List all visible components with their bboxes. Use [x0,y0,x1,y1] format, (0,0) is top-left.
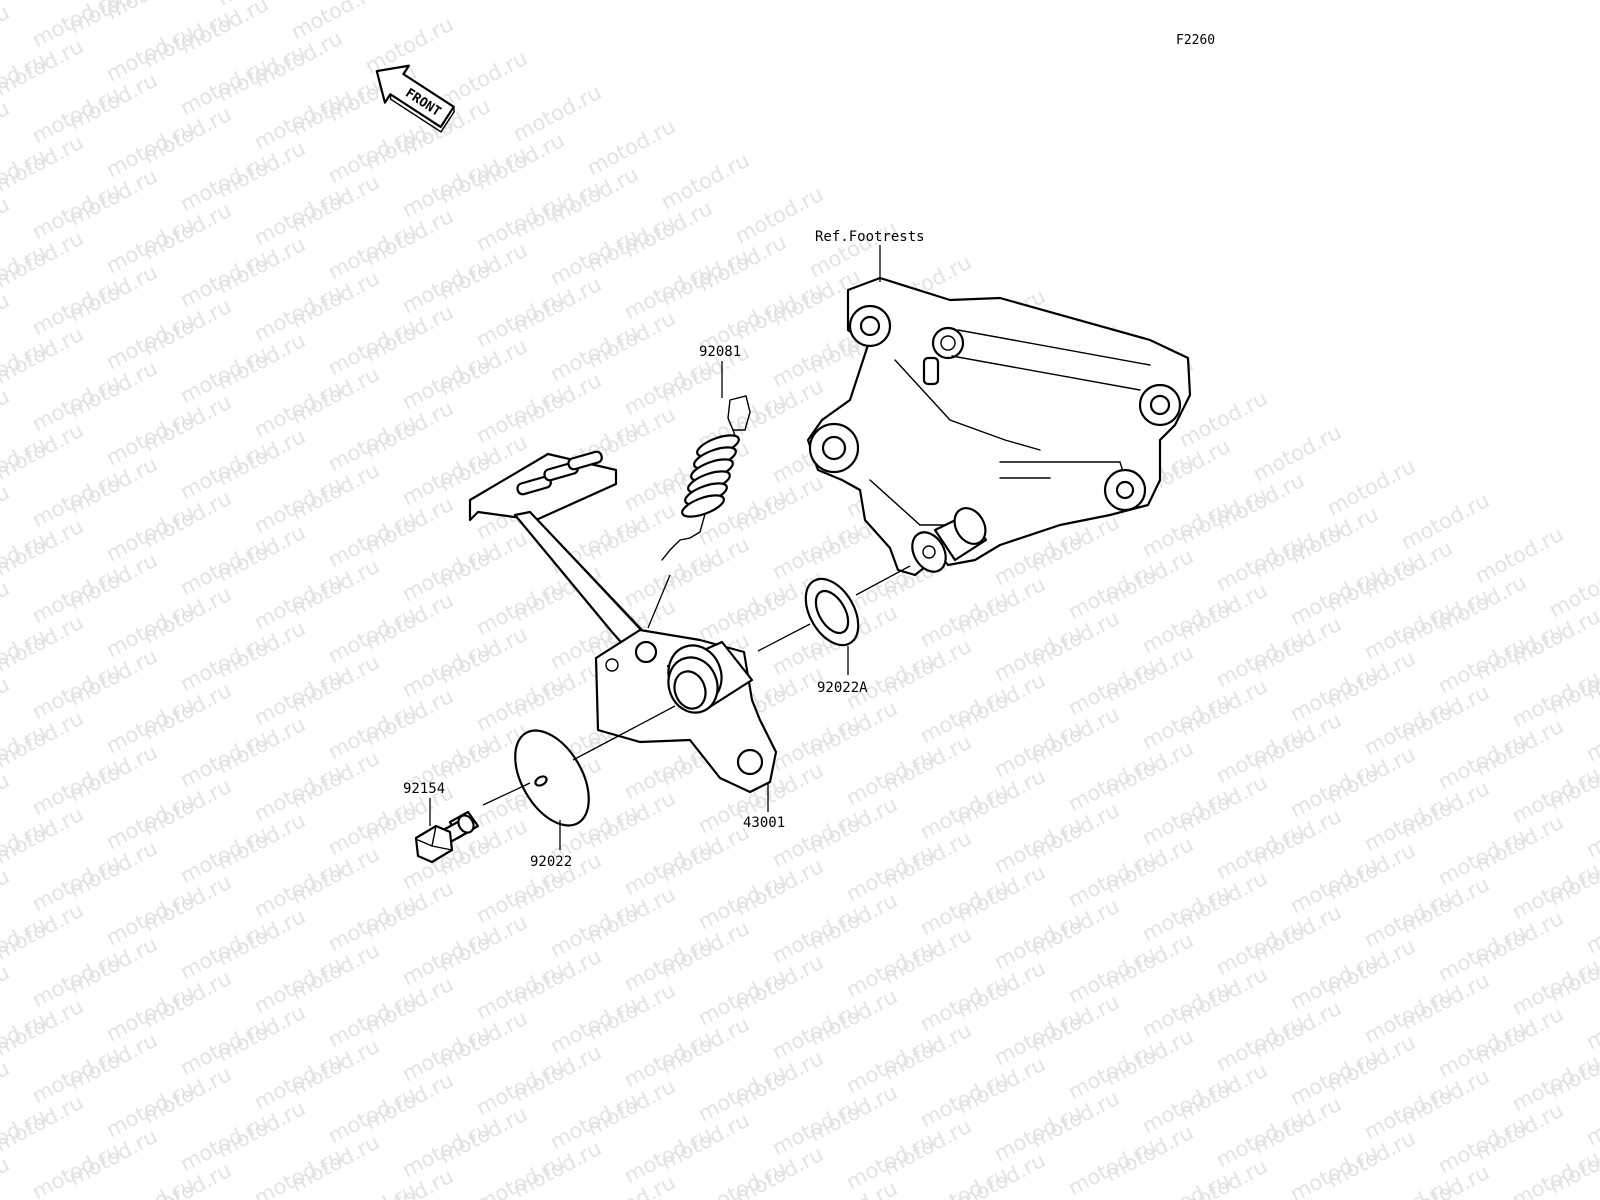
watermark-text: motod.ru [694,1156,790,1200]
watermark-text: motod.ru [0,336,50,402]
watermark-text: motod.ru [0,816,50,882]
watermark-text: motod.ru [324,1178,420,1200]
watermark-text: motod.ru [0,864,13,930]
watermark-text: motod.ru [0,0,13,66]
watermark-text: motod.ru [0,624,50,690]
watermark-text: motod.ru [1582,1084,1600,1150]
watermark-text: motod.ru [0,720,50,786]
centerline-washer-pedal [572,705,676,761]
watermark-text: motod.ru [0,1056,13,1122]
bolt [414,810,480,864]
watermark-text: motod.ru [472,1150,568,1200]
watermark-text: motod.ru [0,288,13,354]
watermark-text: motod.ru [0,432,50,498]
washer [514,729,590,827]
watermark-text: motod.ru [0,384,13,450]
watermark-text: motod.ru [1138,1168,1234,1200]
diagram-code: F2260 [1176,33,1215,48]
watermark-text: motod.ru [1582,796,1600,862]
watermark-text: motod.ru [1508,1146,1600,1200]
watermark-text: motod.ru [0,0,87,4]
label-spring: 92081 [699,344,741,360]
washer-a [804,577,860,647]
watermark-text: motod.ru [0,192,13,258]
watermark-text: motod.ru [1582,700,1600,766]
return-spring [661,395,751,561]
watermark-text: motod.ru [0,1104,50,1170]
watermark-text: motod.ru [1360,1174,1456,1200]
label-washer: 92022 [530,854,572,870]
label-ref-footrests: Ref.Footrests [815,229,925,245]
centerline-pedal-washer-a [757,623,811,652]
brake-pedal [468,450,778,794]
watermark-text: motod.ru [0,768,13,834]
centerline-spring-pedal [647,574,671,629]
centerline-washer-a-pin [855,565,911,596]
watermark-text: motod.ru [0,144,50,210]
centerline-bolt-washer [482,782,531,806]
watermark-text: motod.ru [0,480,13,546]
watermark-text: motod.ru [0,576,13,642]
watermark-text: motod.ru [0,912,50,978]
watermark-text: motod.ru [0,1008,50,1074]
watermark-text: motod.ru [0,1152,13,1200]
footrest-bracket [806,276,1192,577]
watermark-text: motod.ru [1582,988,1600,1054]
label-bolt: 92154 [403,781,445,797]
label-pedal: 43001 [743,815,785,831]
watermark-text: motod.ru [0,960,13,1026]
watermark-text: motod.ru [0,48,50,114]
watermark-text: motod.ru [0,672,13,738]
watermark-text: motod.ru [102,1172,198,1200]
label-washer-a: 92022A [817,680,868,696]
watermark-text: motod.ru [0,96,13,162]
watermark-text: motod.ru [0,528,50,594]
watermark-text: motod.ru [0,240,50,306]
watermark-text: motod.ru [1582,892,1600,958]
